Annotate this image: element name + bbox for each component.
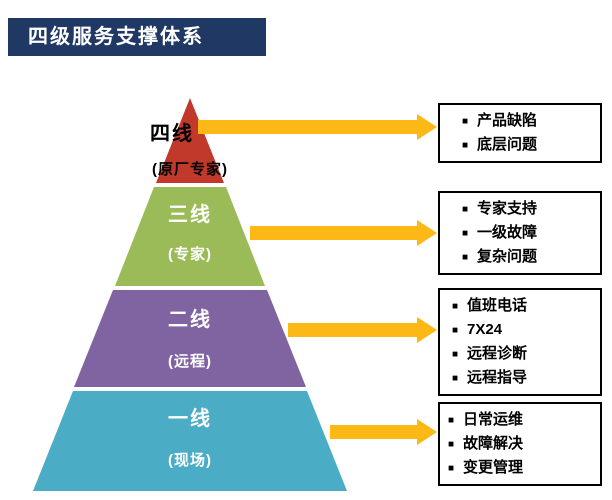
box-item-text: 日常运维: [463, 411, 524, 428]
box-item-text: 一级故障: [477, 224, 538, 241]
list-item: ■ 专家支持: [462, 197, 596, 221]
list-item: ■ 一级故障: [462, 221, 596, 245]
info-box-level1: ■ 日常运维 ■ 故障解决 ■ 变更管理: [438, 402, 602, 486]
page-title: 四级服务支撑体系: [8, 18, 266, 56]
bullet-icon: ■: [448, 439, 455, 450]
box-item-text: 远程指导: [467, 369, 528, 386]
bullet-icon: ■: [452, 325, 459, 336]
bullet-icon: ■: [448, 463, 455, 474]
pyramid-level-2-shape: [74, 290, 306, 387]
box-item-text: 底层问题: [477, 136, 538, 153]
list-item: ■ 7X24: [452, 318, 596, 342]
pyramid-level-1-shape: [33, 391, 347, 491]
page-title-text: 四级服务支撑体系: [28, 26, 204, 48]
arrow-icon: [250, 220, 437, 246]
pyramid-level-4-shape: [156, 98, 224, 183]
box-item-text: 产品缺陷: [477, 112, 538, 129]
list-item: ■ 变更管理: [448, 456, 596, 480]
info-box-level3: ■ 专家支持 ■ 一级故障 ■ 复杂问题: [438, 191, 602, 275]
bullet-icon: ■: [452, 349, 459, 360]
list-item: ■ 值班电话: [452, 294, 596, 318]
bullet-icon: ■: [462, 228, 469, 239]
box-item-text: 值班电话: [467, 297, 528, 314]
box-item-text: 远程诊断: [467, 345, 528, 362]
box-item-text: 故障解决: [463, 435, 524, 452]
bullet-icon: ■: [448, 415, 455, 426]
bullet-icon: ■: [462, 140, 469, 151]
info-box-level4: ■ 产品缺陷 ■ 底层问题: [438, 103, 602, 163]
box-item-text: 复杂问题: [477, 248, 538, 265]
list-item: ■ 产品缺陷: [462, 109, 596, 133]
list-item: ■ 故障解决: [448, 432, 596, 456]
list-item: ■ 远程指导: [452, 366, 596, 390]
arrow-icon: [288, 317, 437, 343]
pyramid-level-3-shape: [115, 187, 265, 286]
box-item-text: 变更管理: [463, 459, 524, 476]
bullet-icon: ■: [452, 373, 459, 384]
list-item: ■ 日常运维: [448, 408, 596, 432]
arrow-icon: [330, 419, 437, 445]
bullet-icon: ■: [452, 301, 459, 312]
info-box-level2: ■ 值班电话 ■ 7X24 ■ 远程诊断 ■ 远程指导: [438, 288, 602, 396]
list-item: ■ 底层问题: [462, 133, 596, 157]
list-item: ■ 复杂问题: [462, 245, 596, 269]
bullet-icon: ■: [462, 116, 469, 127]
box-item-text: 专家支持: [477, 200, 538, 217]
bullet-icon: ■: [462, 204, 469, 215]
arrow-icon: [198, 114, 437, 140]
box-item-text: 7X24: [467, 321, 503, 338]
bullet-icon: ■: [462, 252, 469, 263]
list-item: ■ 远程诊断: [452, 342, 596, 366]
